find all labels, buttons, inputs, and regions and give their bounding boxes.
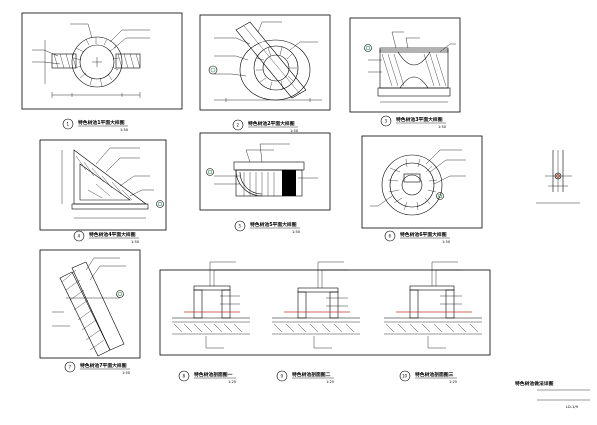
detail-number-bubble [276,370,288,382]
detail-frame [361,135,483,229]
title-block: 特色树池做法详图 LD-1/9 [515,380,590,409]
detail-number-bubble [399,370,411,382]
drawing-title: 特色树池做法详图 [515,380,554,387]
detail-number: 5 [239,224,242,229]
detail-title: 特色树池3平面大样图 [396,116,443,123]
detail-frame [39,249,141,359]
detail-number-bubble [73,230,85,242]
detail-number: 2 [237,123,240,128]
detail-6-ring-pool-plan: 6 特色树池6平面大样图 1:50 [361,135,483,244]
detail-scale: 1:50 [292,230,301,234]
detail-frame [199,132,331,211]
detail-title: 特色树池1平面大样图 [78,119,125,126]
detail-number: 7 [69,365,72,370]
detail-number: 9 [281,374,284,379]
detail-10-section: 10 特色树池剖面图三 1:25 [384,261,482,384]
detail-3-rect-pool-plan: 3 特色树池3平面大样图 1:50 [349,17,461,129]
detail-scale: 1:50 [131,240,140,244]
detail-number: 10 [402,374,408,379]
detail-title: 特色树池剖面图一 [194,371,233,378]
detail-scale: 1:25 [449,380,457,384]
detail-title: 特色树池2平面大样图 [248,120,295,127]
detail-number: 6 [389,234,392,239]
detail-frame [349,17,461,113]
detail-scale: 1:50 [122,371,131,375]
detail-number: 8 [183,374,186,379]
sheet-number: LD-1/9 [566,405,579,409]
detail-scale: 1:50 [442,240,451,244]
detail-scale: 1:50 [290,129,299,133]
detail-frame [21,12,183,110]
detail-title: 特色树池剖面图二 [292,371,331,378]
detail-8-section: 8 特色树池剖面图一 1:25 [172,261,250,384]
detail-number-bubble [384,230,396,242]
detail-1-round-pool-plan: 1 特色树池1平面大样图 1:50 [21,12,183,132]
detail-7-diagonal-pool-plan: 7 特色树池7平面大样图 1:50 [39,249,141,375]
detail-number: 4 [78,234,81,239]
detail-number-bubble [234,220,246,232]
detail-9-section: 9 特色树池剖面图二 1:25 [272,261,360,384]
detail-5-semicircle-pool-plan: 5 特色树池5平面大样图 1:50 [199,132,331,234]
detail-number-bubble [380,115,392,127]
detail-scale: 1:25 [228,380,236,384]
detail-scale: 1:25 [326,380,334,384]
detail-number-bubble [178,370,190,382]
detail-title: 特色树池7平面大样图 [80,362,127,369]
detail-number-bubble [232,119,244,131]
detail-title: 特色树池6平面大样图 [400,231,447,238]
detail-frame [199,14,331,111]
detail-number: 1 [67,122,70,127]
detail-number: 3 [385,119,388,124]
detail-title: 特色树池5平面大样图 [250,221,297,228]
detail-number-bubble [64,361,76,373]
detail-number-bubble [62,118,74,130]
detail-symbol-key [536,150,580,204]
detail-scale: 1:50 [438,125,447,129]
detail-title: 特色树池剖面图三 [415,371,454,378]
detail-4-triangle-pool-plan: 4 特色树池4平面大样图 1:50 [39,139,167,244]
detail-scale: 1:50 [120,128,129,132]
sections-frame [159,269,491,356]
detail-frame [39,139,167,231]
detail-title: 特色树池4平面大样图 [89,231,136,238]
detail-2-diagonal-pool-plan: 2 特色树池2平面大样图 1:50 [199,14,331,133]
